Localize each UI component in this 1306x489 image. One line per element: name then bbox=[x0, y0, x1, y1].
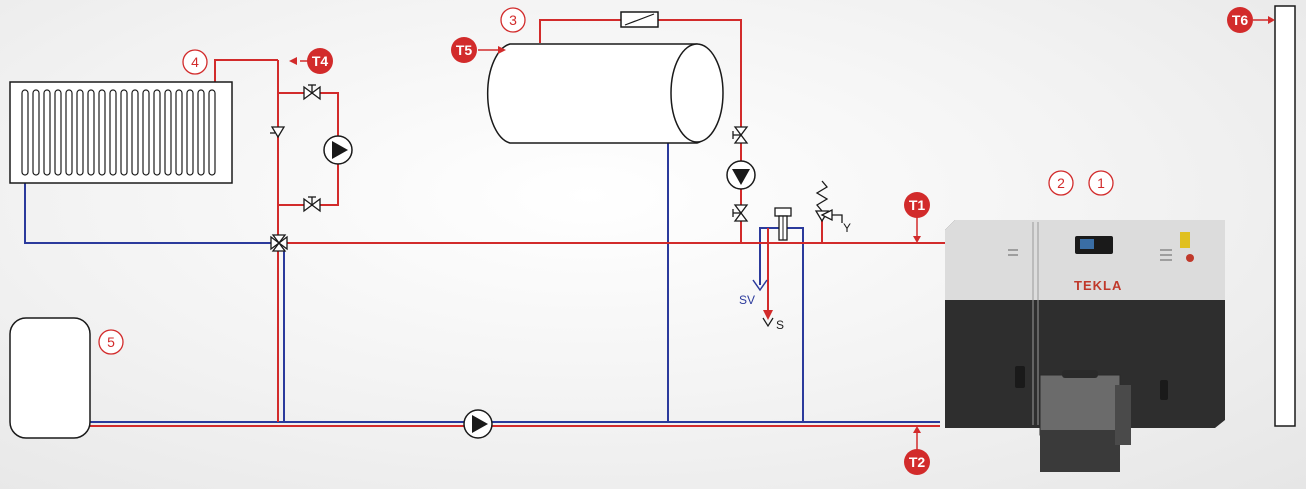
radiator-fin bbox=[153, 89, 161, 176]
radiator-fin bbox=[197, 89, 205, 176]
mixing-valve-icon bbox=[270, 234, 288, 252]
thermostatic-valve-icon bbox=[774, 207, 792, 241]
sv-label: SV bbox=[739, 293, 755, 307]
sensor-t2-badge: T2 bbox=[904, 449, 930, 475]
radiator-fin bbox=[164, 89, 172, 176]
s-label: S bbox=[776, 318, 784, 332]
radiator-return-pipe bbox=[24, 183, 275, 244]
component-number-2: 2 bbox=[1048, 170, 1074, 196]
component-5-label: 5 bbox=[107, 334, 115, 350]
radiator-fin bbox=[186, 89, 194, 176]
radiator-fin bbox=[43, 89, 51, 176]
radiator-fins bbox=[21, 89, 216, 176]
radiator-fin bbox=[109, 89, 117, 176]
radiator-supply-pipe bbox=[214, 59, 278, 82]
radiator bbox=[9, 81, 233, 184]
component-4-label: 4 bbox=[191, 54, 199, 70]
radiator-fin bbox=[98, 89, 106, 176]
t2-arrowhead bbox=[913, 426, 921, 433]
sensor-t5-badge: T5 bbox=[451, 37, 477, 63]
radiator-fin bbox=[87, 89, 95, 176]
storage-vessel bbox=[9, 317, 91, 439]
component-number-3: 3 bbox=[500, 7, 526, 33]
radiator-fin bbox=[54, 89, 62, 176]
return-pipes bbox=[24, 143, 940, 423]
t4-arrowhead bbox=[289, 57, 297, 65]
valve-icon bbox=[303, 196, 321, 213]
boiler-brand: TEKLA bbox=[1074, 278, 1122, 293]
component-number-4: 4 bbox=[182, 49, 208, 75]
valve-icon bbox=[732, 204, 749, 222]
sensor-t1-badge: T1 bbox=[904, 192, 930, 218]
radiator-fin bbox=[208, 89, 216, 176]
sensor-t1-label: T1 bbox=[909, 197, 926, 213]
radiator-fin bbox=[76, 89, 84, 176]
sensor-t4-label: T4 bbox=[312, 53, 329, 69]
radiator-fin bbox=[32, 89, 40, 176]
sensor-t4-badge: T4 bbox=[307, 48, 333, 74]
sensor-t5-label: T5 bbox=[456, 42, 473, 58]
component-number-1: 1 bbox=[1088, 170, 1114, 196]
pump-icon bbox=[463, 409, 493, 439]
t1-arrowhead bbox=[913, 236, 921, 243]
radiator-fin bbox=[131, 89, 139, 176]
boiler: TEKLA bbox=[945, 220, 1225, 472]
radiator-fin bbox=[21, 89, 29, 176]
drain-arrow bbox=[763, 310, 773, 320]
valve-icon bbox=[732, 126, 749, 144]
room-wall-panel bbox=[1274, 5, 1296, 427]
buffer-tank bbox=[486, 43, 724, 144]
pump-icon bbox=[726, 160, 756, 190]
heat-exchanger-icon bbox=[620, 11, 659, 28]
radiator-fin bbox=[142, 89, 150, 176]
component-1-label: 1 bbox=[1097, 175, 1105, 191]
sensor-t6-label: T6 bbox=[1232, 12, 1249, 28]
pump-icon bbox=[323, 135, 353, 165]
t6-arrowhead bbox=[1268, 16, 1275, 24]
check-valve-icon bbox=[270, 126, 286, 139]
valve-icon bbox=[303, 84, 321, 101]
sensor-t6-badge: T6 bbox=[1227, 7, 1253, 33]
sv-funnel-icon bbox=[752, 279, 768, 292]
drain-funnel-icon bbox=[762, 317, 774, 328]
component-number-5: 5 bbox=[98, 329, 124, 355]
component-3-label: 3 bbox=[509, 12, 517, 28]
sensor-t2-label: T2 bbox=[909, 454, 926, 470]
t5-arrowhead bbox=[498, 46, 506, 54]
y-label: Y bbox=[843, 221, 851, 235]
radiator-fin bbox=[65, 89, 73, 176]
safety-valve-icon bbox=[814, 180, 843, 223]
radiator-fin bbox=[120, 89, 128, 176]
component-2-label: 2 bbox=[1057, 175, 1065, 191]
radiator-fin bbox=[175, 89, 183, 176]
